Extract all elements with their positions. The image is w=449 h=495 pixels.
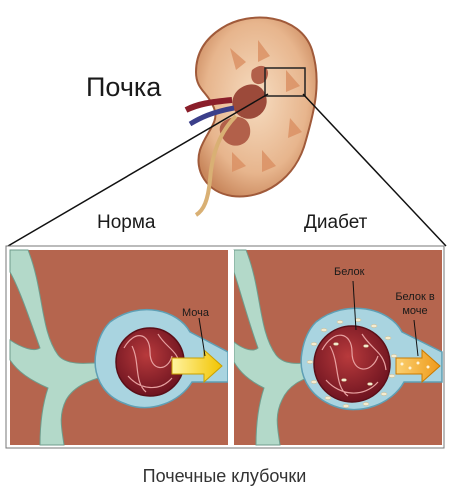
panel-normal — [10, 250, 228, 445]
urine-label: Моча — [182, 307, 209, 319]
protein-label: Белок — [334, 266, 364, 278]
glomeruli-caption: Почечные клубочки — [0, 466, 449, 487]
protein-in-urine-label: Белок в моче — [384, 290, 446, 318]
panel-diabetes — [234, 250, 442, 445]
normal-label: Норма — [97, 212, 155, 234]
kidney-label: Почка — [86, 72, 161, 103]
glomerulus-diabetes — [314, 326, 390, 402]
kidney-illustration — [186, 18, 317, 215]
diabetes-label: Диабет — [304, 212, 367, 234]
